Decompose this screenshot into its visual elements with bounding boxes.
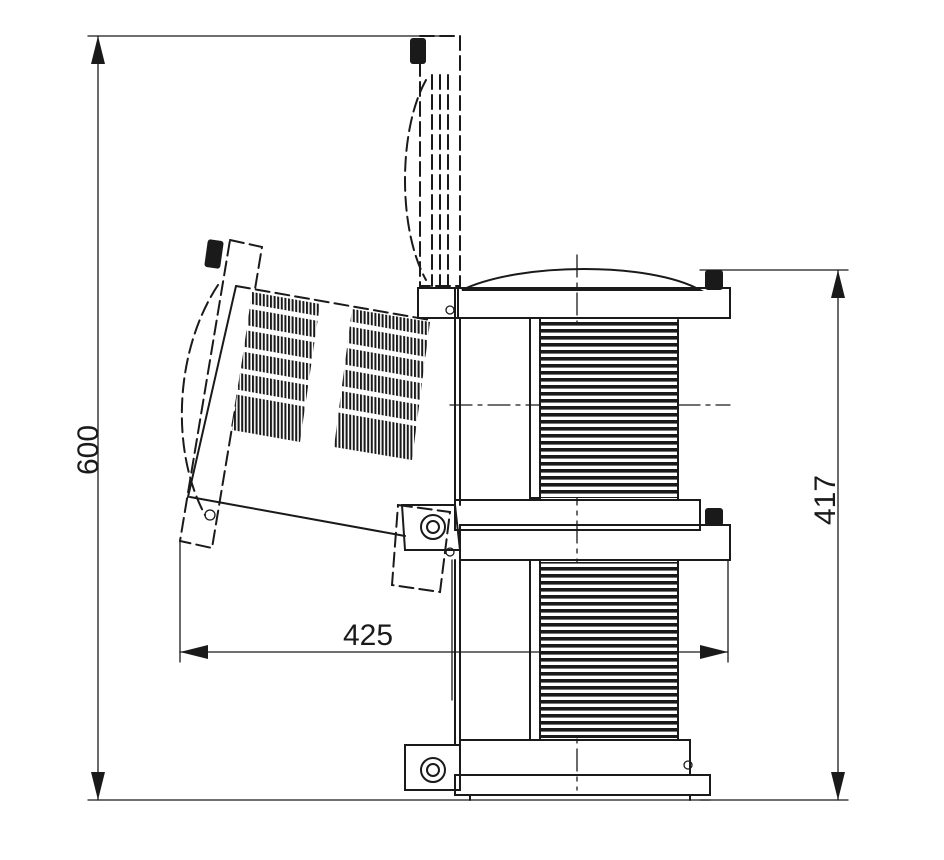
- dimension-total-height: 600: [72, 35, 711, 801]
- open-position-vertical: [404, 35, 461, 287]
- dimension-label-425: 425: [343, 619, 393, 652]
- lantern-body: [400, 268, 731, 801]
- dimension-label-600: 600: [72, 425, 105, 475]
- open-position-tilted: [178, 238, 452, 594]
- dimension-lamp-height: 417: [699, 269, 849, 801]
- tilted-lens-fins: [232, 292, 431, 460]
- dimension-label-417: 417: [809, 475, 842, 525]
